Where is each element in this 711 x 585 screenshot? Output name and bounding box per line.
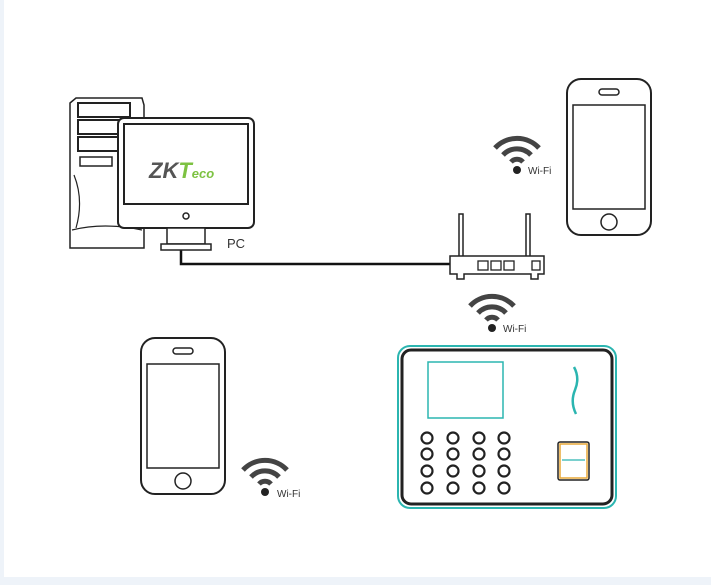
smartphone-bottom-left-icon	[140, 337, 226, 495]
pc-monitor-icon: ZKTeco	[117, 117, 255, 251]
smartphone-top-right-icon	[566, 78, 652, 236]
attendance-terminal-icon	[397, 345, 617, 509]
fingerprint-sensor-icon	[557, 441, 590, 481]
ethernet-cable	[179, 250, 450, 266]
diagram-canvas: ZKTeco PC Wi-Fi Wi-Fi Wi-Fi	[4, 0, 711, 577]
router-icon	[449, 213, 545, 280]
keypad-icon	[420, 431, 511, 495]
network-diagram: ZKTeco	[69, 78, 652, 509]
wifi-label: Wi-Fi	[503, 324, 527, 335]
wifi-label: Wi-Fi	[528, 166, 552, 177]
wifi-label: Wi-Fi	[277, 489, 301, 500]
pc-label: PC	[227, 236, 246, 251]
